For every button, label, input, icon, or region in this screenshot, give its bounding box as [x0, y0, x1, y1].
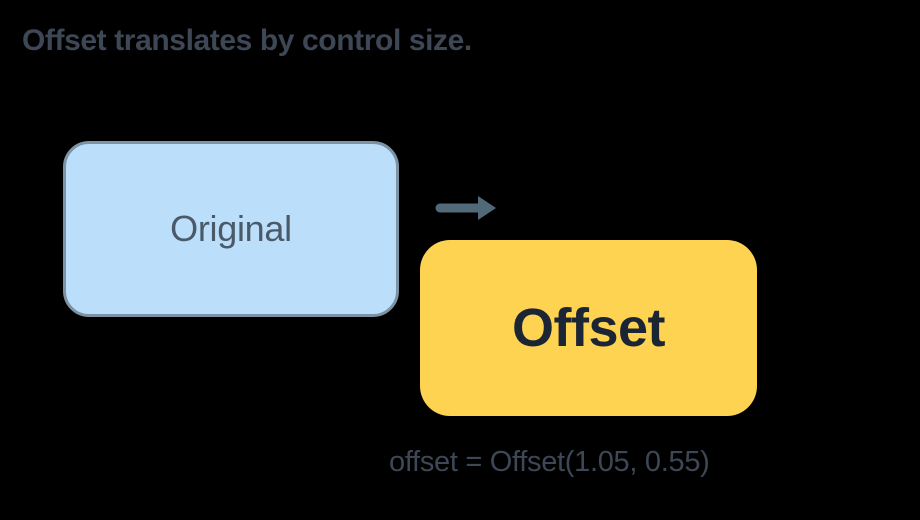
offset-box: Offset [420, 240, 757, 416]
offset-formula-caption: offset = Offset(1.05, 0.55) [389, 446, 710, 478]
original-box-label: Original [170, 208, 292, 249]
offset-box-label: Offset [511, 298, 666, 358]
arrow-right-icon [435, 196, 496, 220]
diagram-title: Offset translates by control size. [22, 24, 472, 57]
original-box: Original [63, 141, 399, 317]
